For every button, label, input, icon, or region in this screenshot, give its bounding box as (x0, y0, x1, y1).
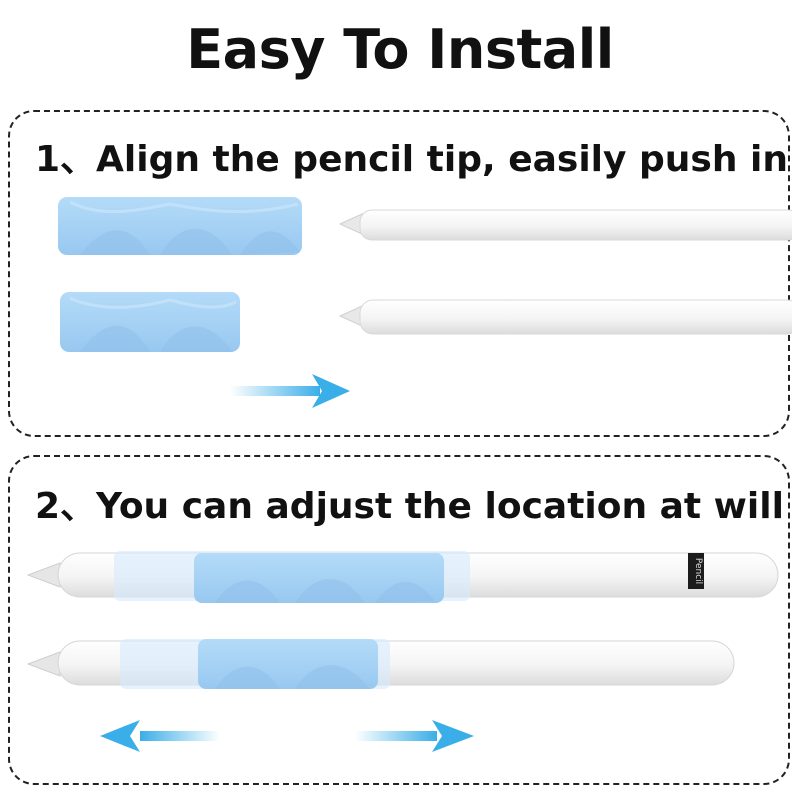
pencil-4-with-grip (26, 639, 735, 689)
push-right-arrow-icon (230, 374, 350, 408)
step-1-panel: 1、Align the pencil tip, easily push in (8, 110, 792, 437)
step-2-label: 2、You can adjust the location at will (35, 486, 784, 527)
step-1-illustration (58, 197, 792, 408)
grip-sleeve-short (60, 292, 240, 352)
grip-sleeve-long (58, 197, 302, 255)
adjust-left-arrow-icon (100, 720, 220, 752)
pencil-2 (338, 299, 792, 335)
pencil-3-with-grip (26, 551, 779, 603)
pencil-1 (338, 209, 792, 241)
pencil-brand-text: Pencil (693, 558, 703, 584)
adjust-right-arrow-icon (355, 720, 474, 752)
step-2-illustration: Pencil (26, 551, 779, 752)
step-1-label: 1、Align the pencil tip, easily push in (35, 139, 788, 180)
page-title: Easy To Install (186, 18, 614, 81)
step-2-panel: 2、You can adjust the location at will (8, 455, 790, 785)
